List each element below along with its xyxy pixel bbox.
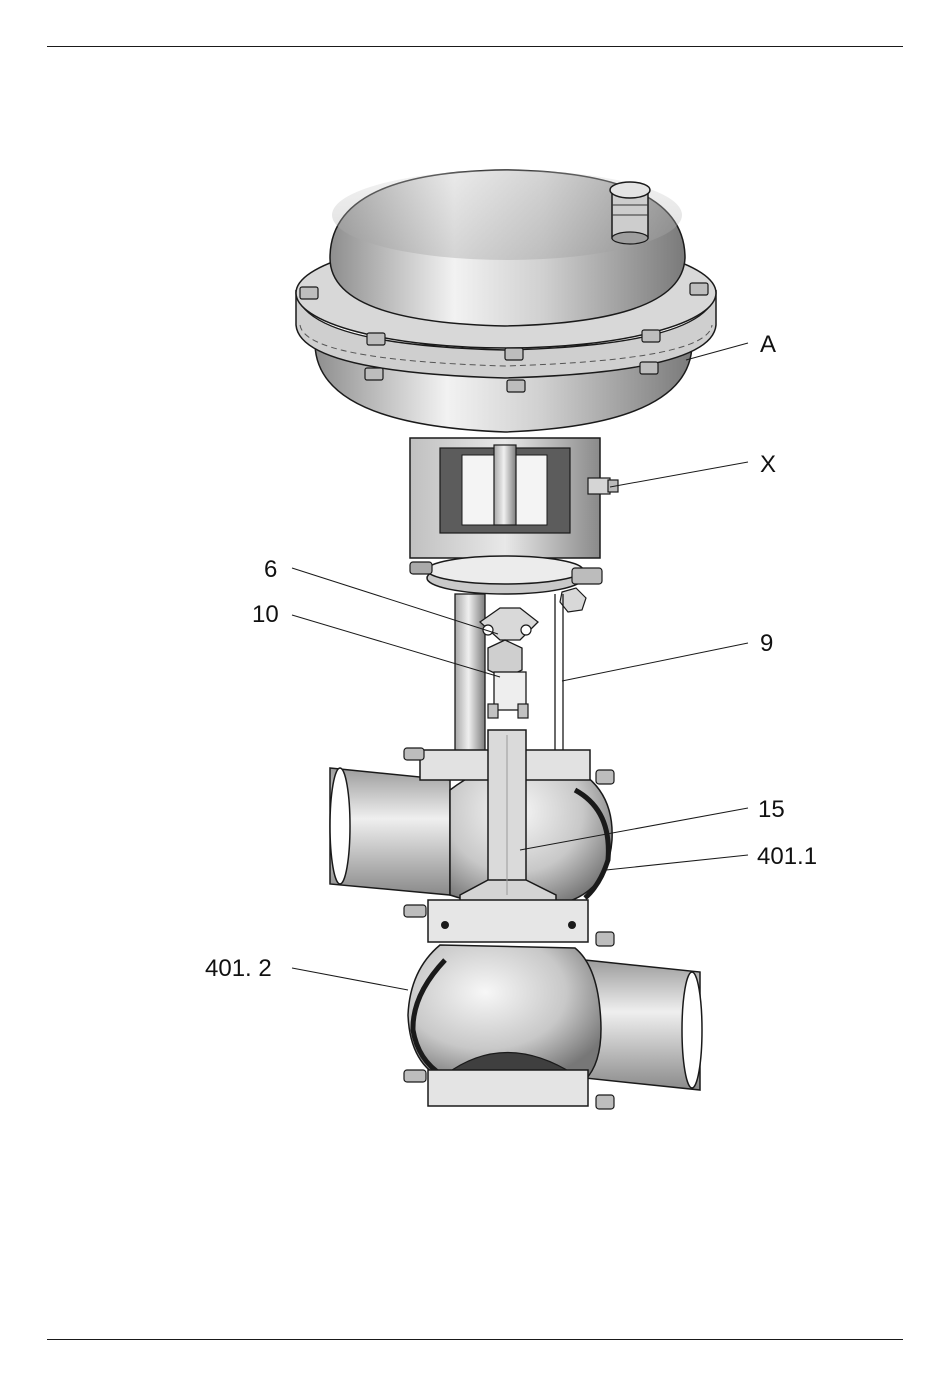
lower-pipe (585, 960, 702, 1090)
middle-flange (404, 900, 614, 946)
actuator-housing (296, 170, 716, 432)
leader-9 (562, 643, 748, 681)
leader-401-1 (606, 855, 748, 870)
callout-10: 10 (252, 603, 279, 627)
lantern (455, 594, 563, 752)
vent-cap (610, 182, 650, 244)
callout-9: 9 (760, 632, 773, 656)
leader-X (610, 462, 748, 487)
stem-coupling (480, 608, 538, 718)
upper-pipe (330, 768, 450, 895)
callout-401-1: 401.1 (757, 845, 817, 869)
callout-A: A (760, 333, 776, 357)
callout-15: 15 (758, 798, 785, 822)
yoke (410, 438, 618, 558)
callout-X: X (760, 453, 776, 477)
leader-401-2 (292, 968, 408, 990)
lower-valve-body (404, 945, 614, 1109)
yoke-clamp-ring (410, 556, 602, 612)
callout-401-2: 401. 2 (205, 957, 272, 981)
callout-6: 6 (264, 558, 277, 582)
